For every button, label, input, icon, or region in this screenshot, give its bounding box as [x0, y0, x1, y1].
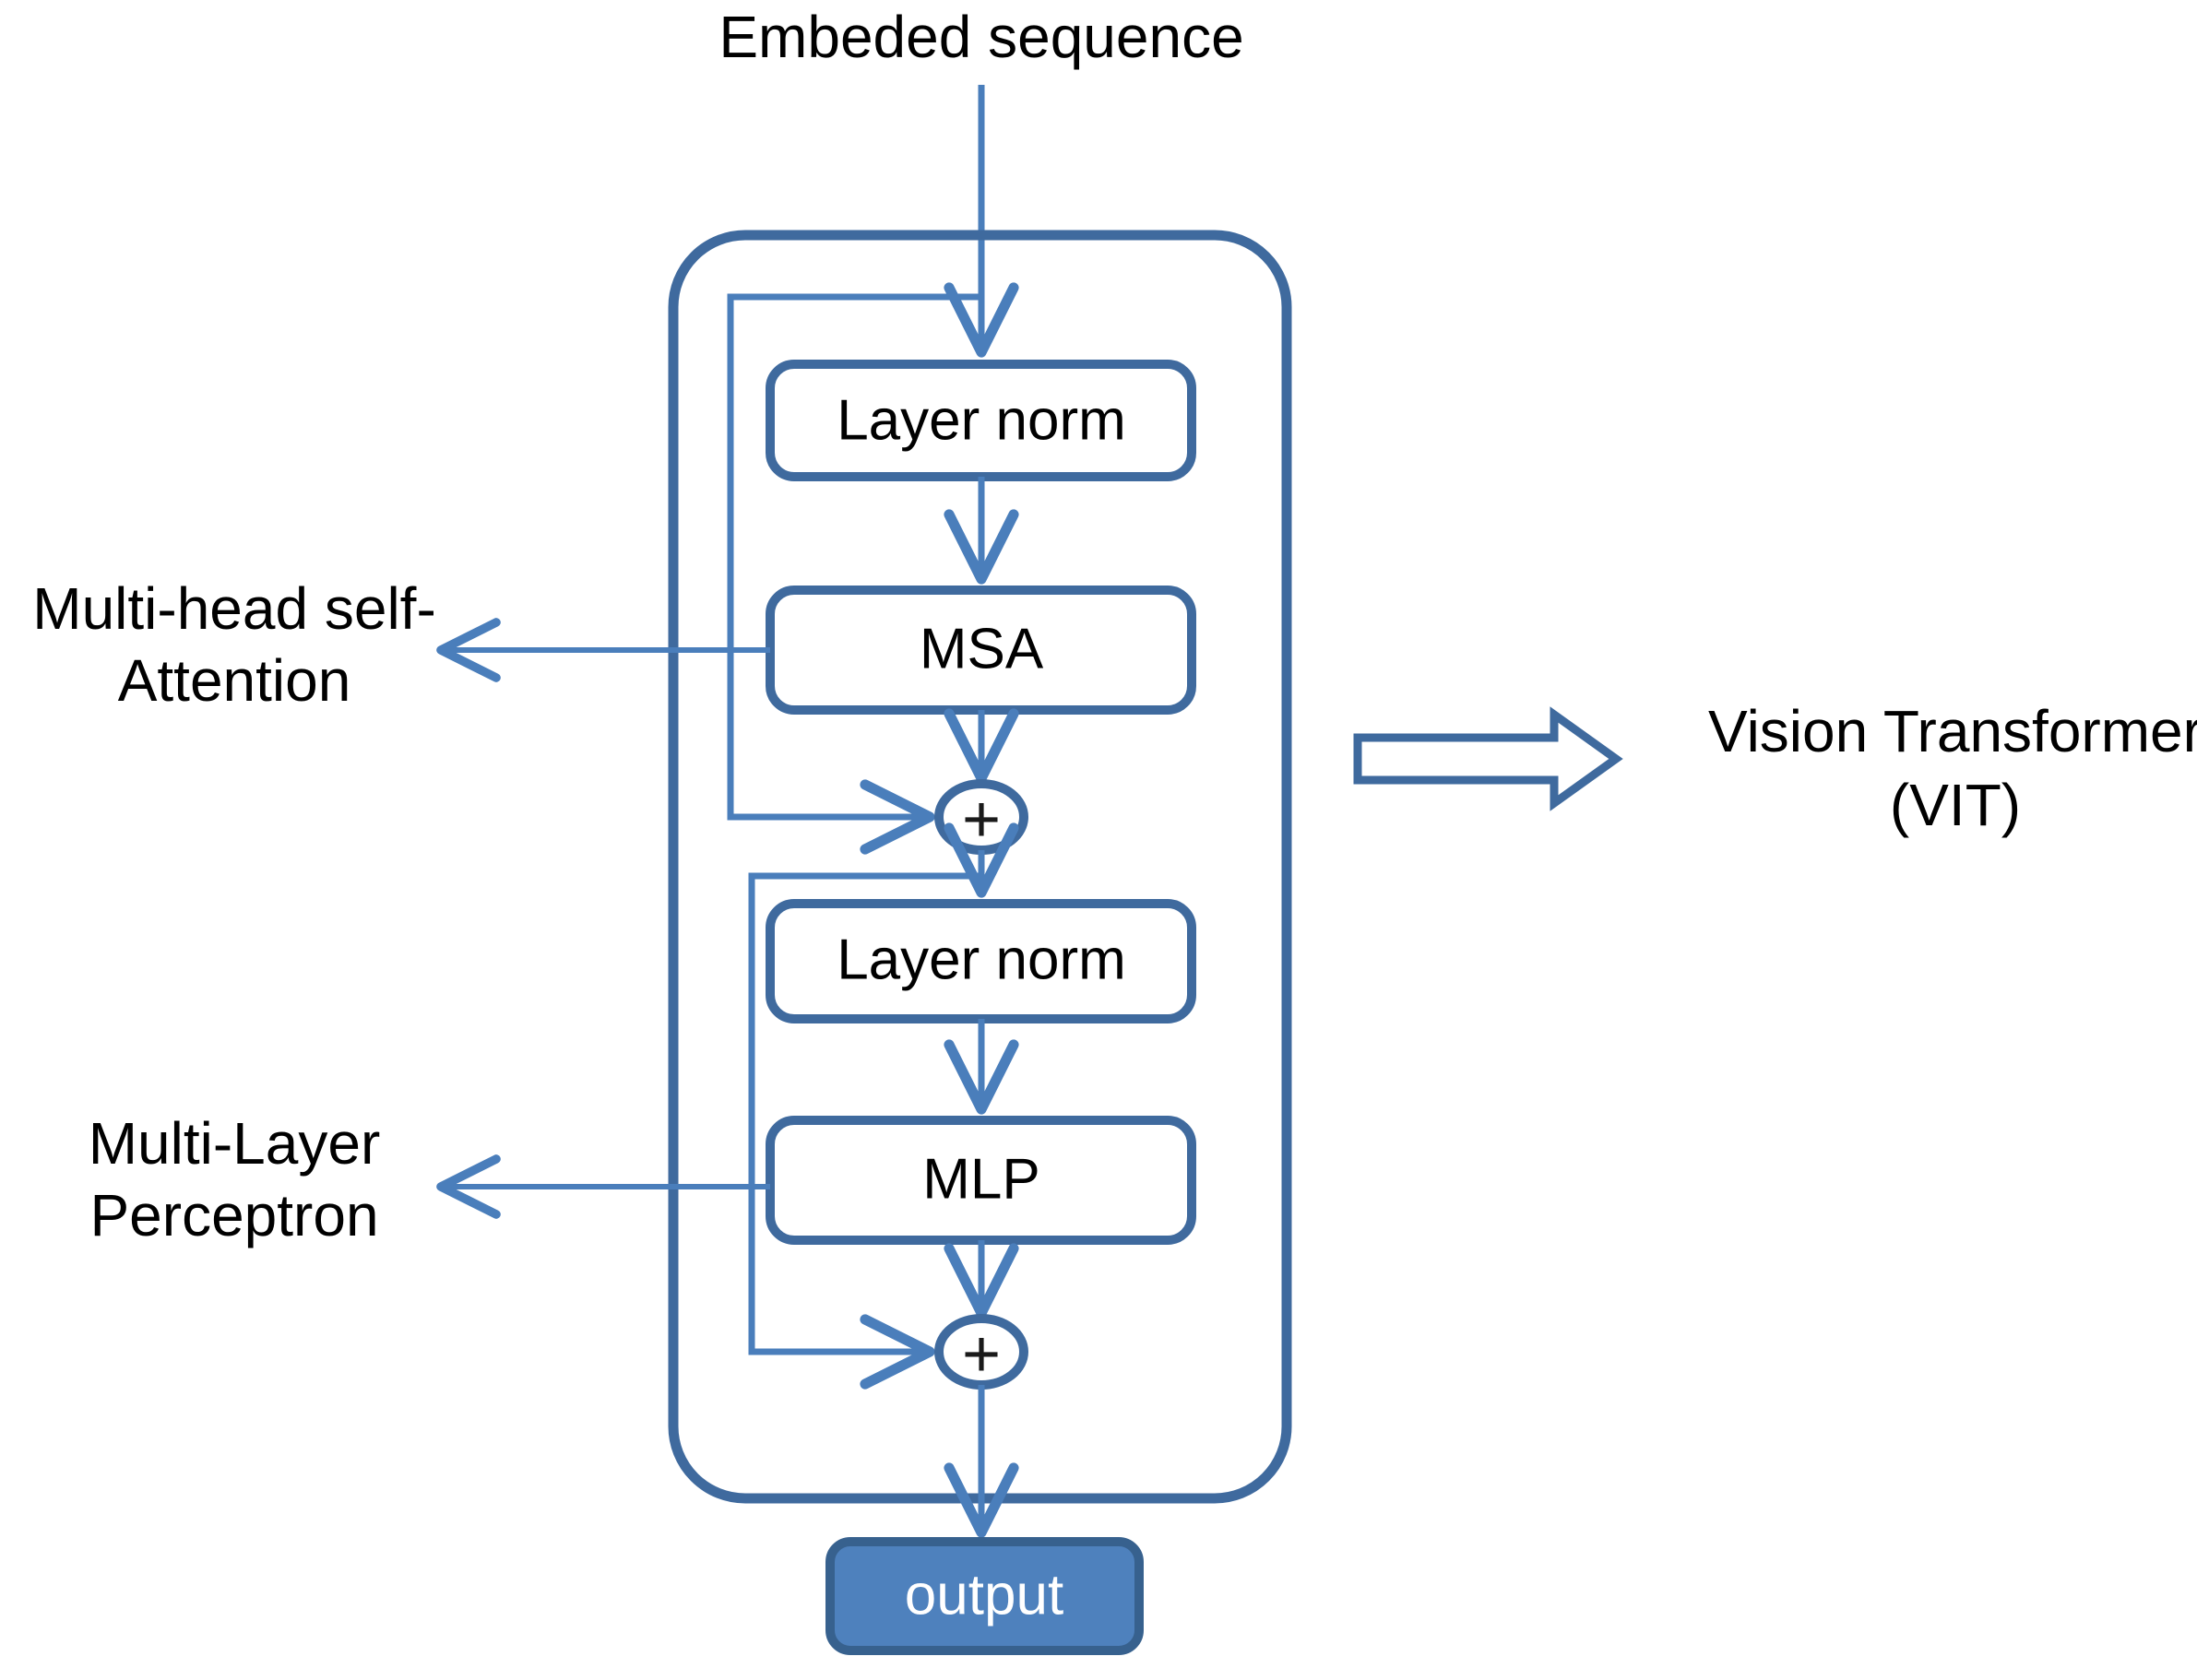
annotation-mlp: Multi-Layer Perceptron — [89, 1110, 770, 1248]
mlp-annotation-line-2: Perceptron — [89, 1182, 378, 1248]
annotation-msa: Multi-head self- Attention — [32, 575, 770, 714]
add-1-label: + — [962, 783, 1001, 857]
node-msa[interactable]: MSA — [766, 586, 1196, 715]
msa-annotation-line-2: Attention — [118, 647, 351, 714]
mlp-annotation-line-1: Multi-Layer — [89, 1110, 381, 1177]
vit-annotation-line-2: (VIT) — [1890, 772, 2021, 838]
layer-norm-1-label: Layer norm — [837, 388, 1126, 452]
node-output[interactable]: output — [825, 1537, 1144, 1655]
msa-annotation-line-1: Multi-head self- — [32, 575, 436, 642]
node-layer-norm-2[interactable]: Layer norm — [766, 899, 1196, 1023]
node-layer-norm-1[interactable]: Layer norm — [766, 360, 1196, 481]
input-label: Embeded sequence — [718, 4, 1243, 70]
mlp-label: MLP — [922, 1147, 1039, 1211]
residual-connection-1 — [727, 293, 985, 855]
output-box[interactable] — [825, 1537, 1144, 1655]
output-label: output — [905, 1563, 1063, 1627]
node-mlp[interactable]: MLP — [766, 1116, 1196, 1245]
add-2-label: + — [962, 1318, 1001, 1391]
annotation-vit: Vision Transformer (VIT) — [1708, 698, 2197, 838]
residual-connection-2 — [748, 872, 985, 1390]
msa-label: MSA — [920, 617, 1044, 680]
vit-block-arrow-icon — [1353, 706, 1623, 811]
layer-norm-2-label: Layer norm — [837, 928, 1126, 991]
vit-annotation-line-1: Vision Transformer — [1708, 698, 2197, 764]
node-add-2[interactable]: + — [934, 1314, 1028, 1391]
node-add-1[interactable]: + — [934, 779, 1028, 857]
